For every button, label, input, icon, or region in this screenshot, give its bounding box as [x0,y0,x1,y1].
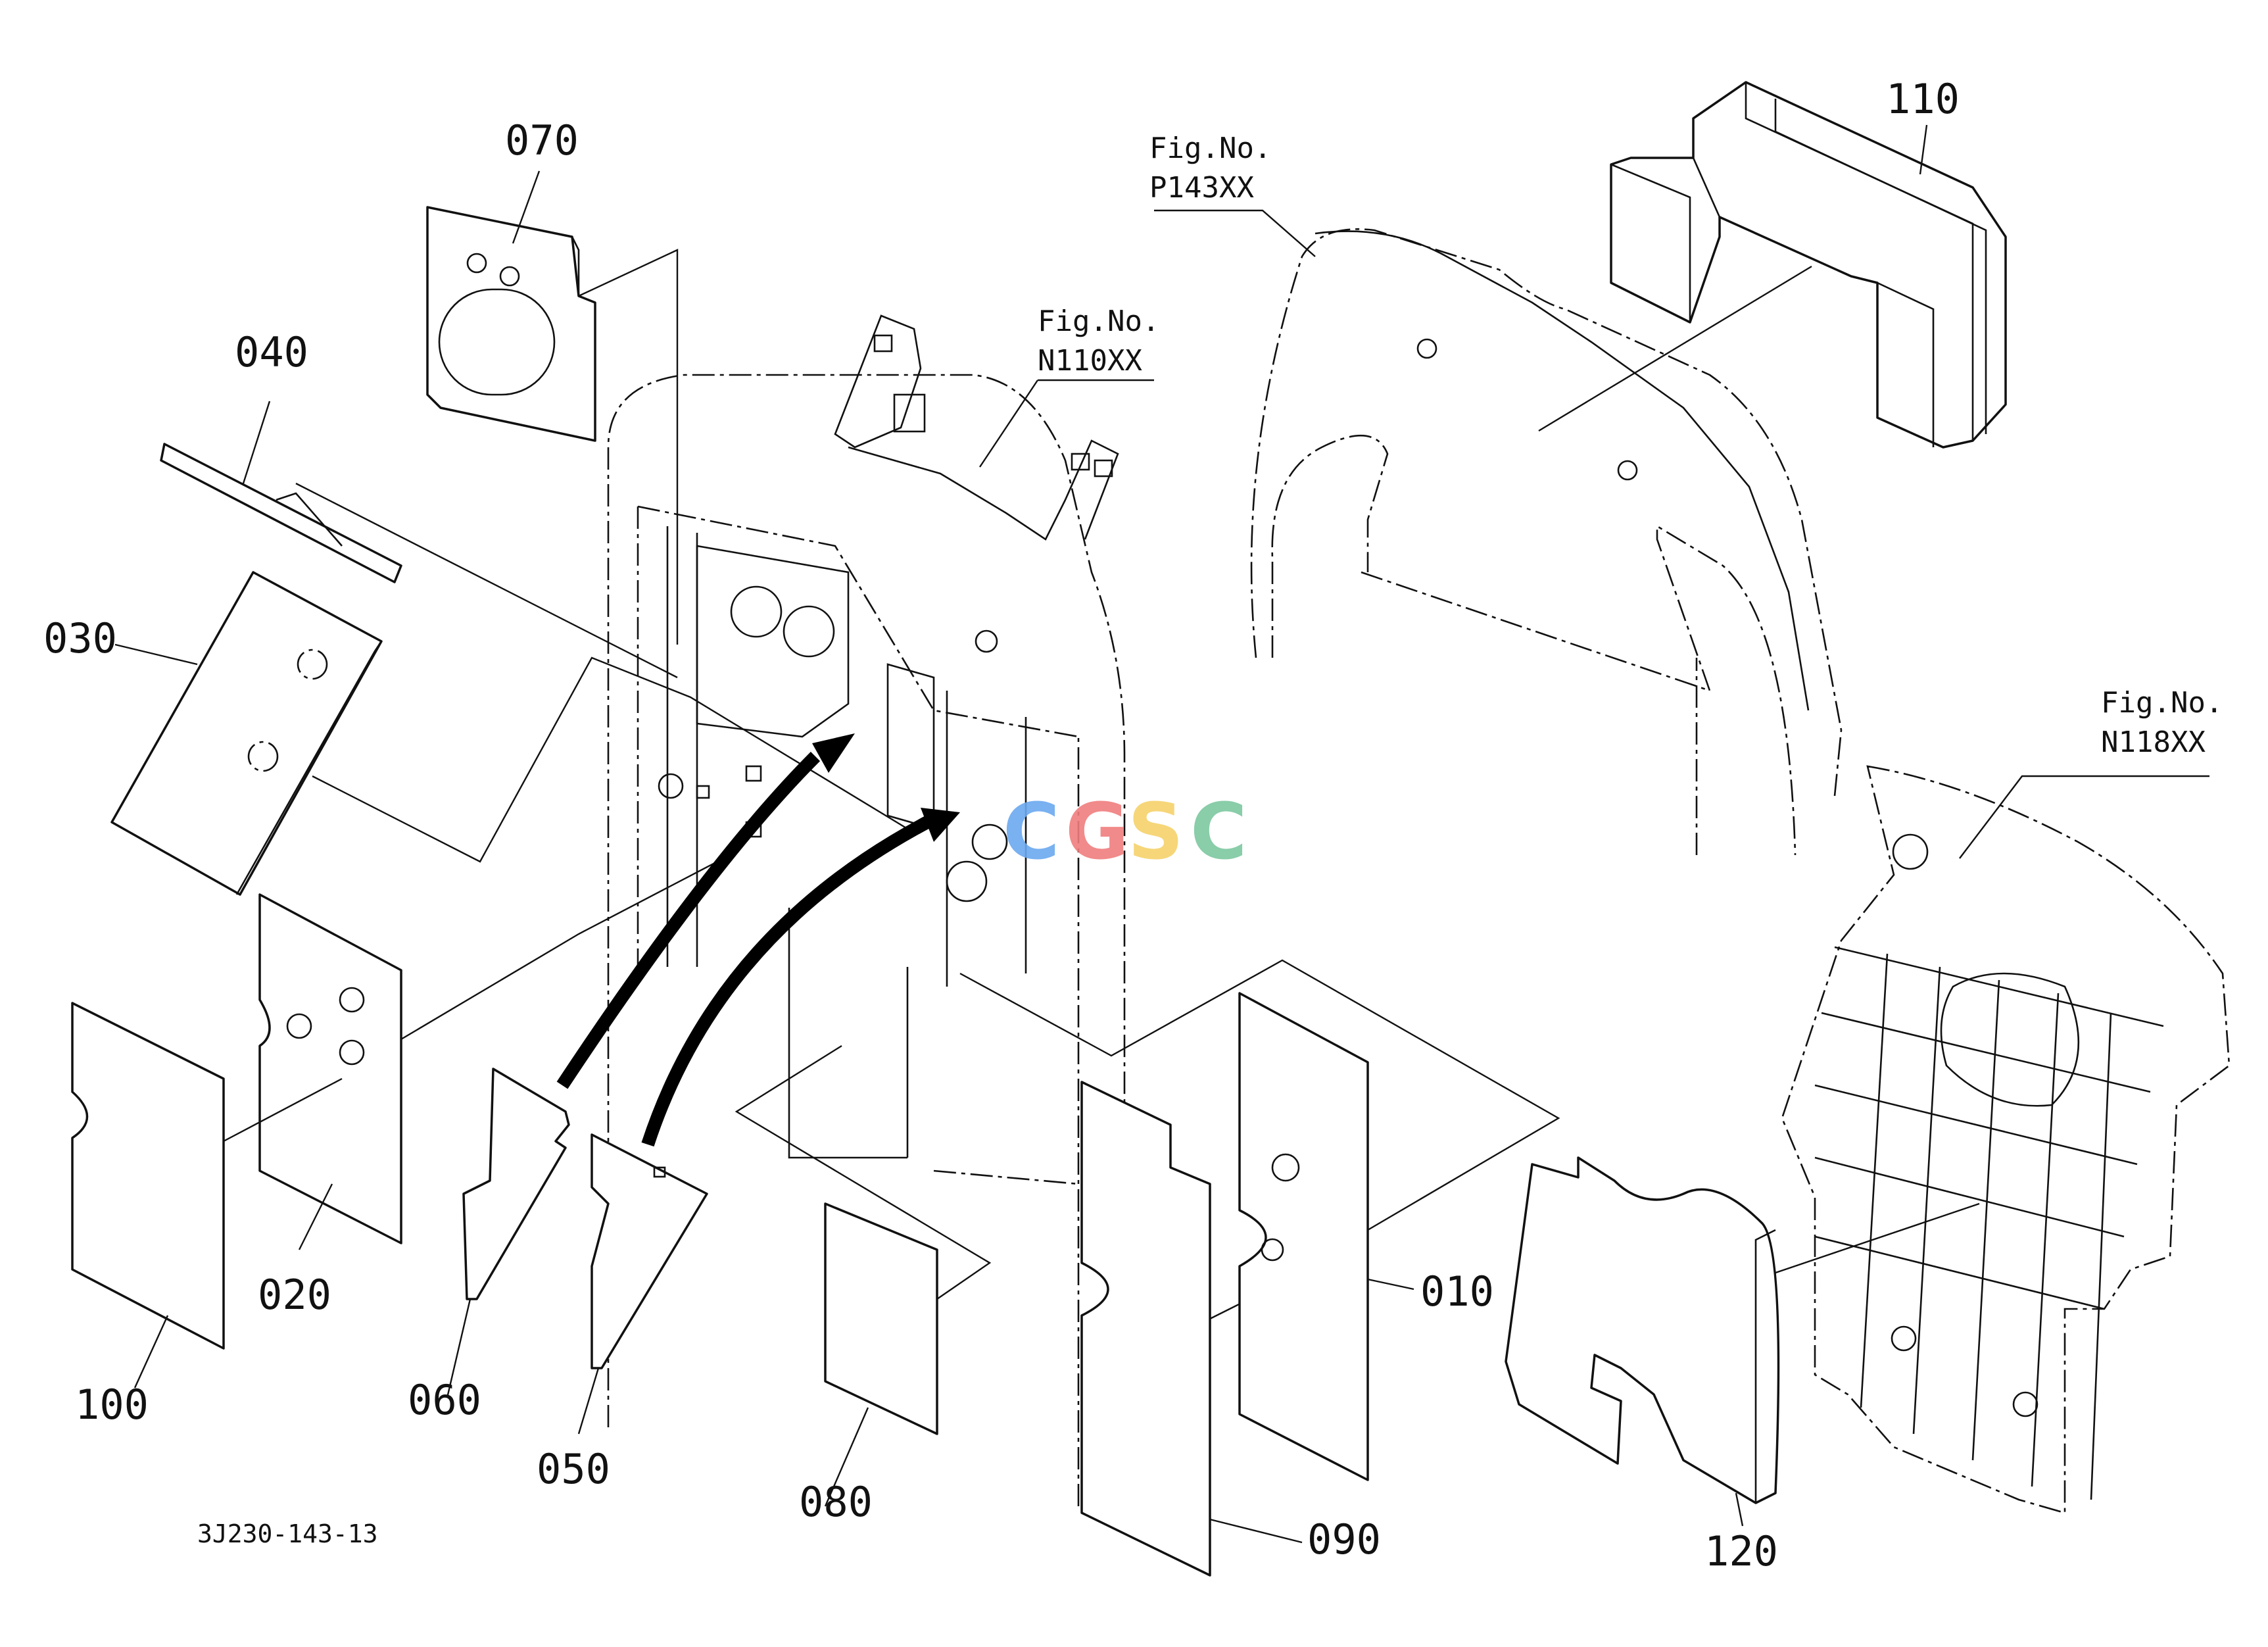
cabin-frame-phantom [607,374,1126,1533]
fig-ref-p143-line1: Fig.No. [1149,132,1271,165]
label-060: 060 [408,1376,481,1424]
top-bracket [834,314,1119,541]
label-070: 070 [505,116,579,164]
part-090 [1080,1081,1303,1577]
label-080: 080 [799,1478,873,1526]
tray-phantom [1775,765,2231,1514]
assembly-arrows [556,733,960,1147]
part-070 [426,170,679,645]
drawing-code: 3J230-143-13 [197,1519,378,1548]
label-030: 030 [43,614,117,662]
watermark-letter: C [1003,786,1060,877]
hood-phantom [1154,209,1843,856]
label-040: 040 [235,328,308,376]
part-120 [1505,1156,1780,1527]
label-020: 020 [258,1271,331,1319]
fig-ref-n110-line2: N110XX [1038,344,1142,378]
watermark-letter: S [1128,786,1184,877]
fig-ref-n118-line1: Fig.No. [2101,686,2223,720]
part-080 [735,1045,992,1507]
part-060 [446,1068,570,1398]
label-050: 050 [537,1445,610,1493]
part-010 [959,959,1560,1481]
part-020 [258,854,731,1250]
label-090: 090 [1307,1515,1381,1563]
watermark-letter: C [1190,786,1247,877]
fig-ref-p143-line2: P143XX [1149,171,1254,205]
figure-references: Fig.No. N110XX Fig.No. P143XX Fig.No. N1… [979,132,2223,759]
label-120: 120 [1704,1527,1778,1575]
label-100: 100 [75,1381,149,1429]
inner-panel [658,545,1008,902]
watermark-letter: G [1065,786,1129,877]
part-labels: 070 040 030 020 100 060 050 080 090 010 … [43,75,1960,1575]
label-110: 110 [1886,75,1960,123]
part-110 [1538,81,2007,449]
part-030 [110,571,908,896]
label-010: 010 [1420,1267,1494,1315]
part-040 [160,401,678,679]
fig-ref-n110-line1: Fig.No. [1038,305,1159,338]
fig-ref-n118-line2: N118XX [2101,725,2206,759]
part-100 [71,1002,343,1389]
part-050 [577,1133,708,1435]
